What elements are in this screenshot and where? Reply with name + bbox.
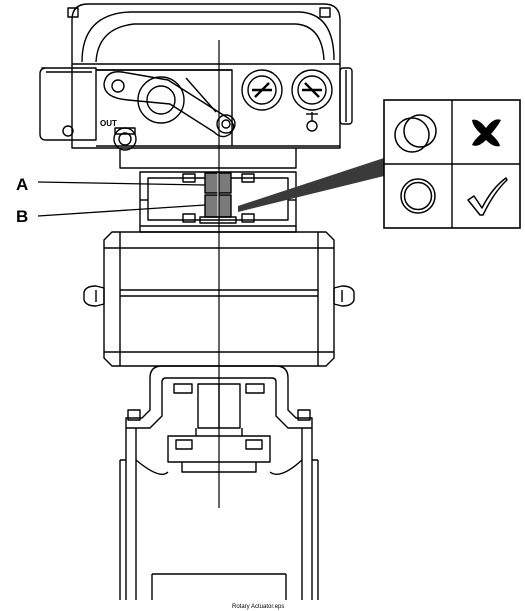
overlapping-circles-icon — [394, 114, 437, 153]
positioner-housing — [39, 3, 353, 169]
checkmark-icon — [467, 177, 508, 216]
cam-arm-assembly — [103, 71, 236, 138]
figure-caption: Rotary Actuator.eps — [232, 604, 284, 610]
callout-leaders — [37, 181, 206, 217]
inspection-legend — [383, 99, 521, 229]
leader-line-b — [37, 204, 206, 217]
adjustment-screw-left — [241, 69, 283, 111]
label-a: A — [16, 175, 28, 194]
ground-symbol-icon — [306, 112, 318, 132]
adjustment-screw-right — [291, 69, 333, 111]
single-circle-icon — [400, 178, 436, 214]
valve-body — [119, 428, 319, 600]
label-b: B — [16, 207, 28, 226]
cross-icon — [472, 119, 501, 147]
zoom-callout-wedge — [238, 158, 384, 212]
leader-line-a — [37, 181, 206, 186]
out-port-fitting — [113, 127, 137, 151]
out-port-label: OUT — [100, 119, 117, 128]
actuator-body — [83, 231, 355, 367]
shaft-coupling — [199, 172, 237, 224]
